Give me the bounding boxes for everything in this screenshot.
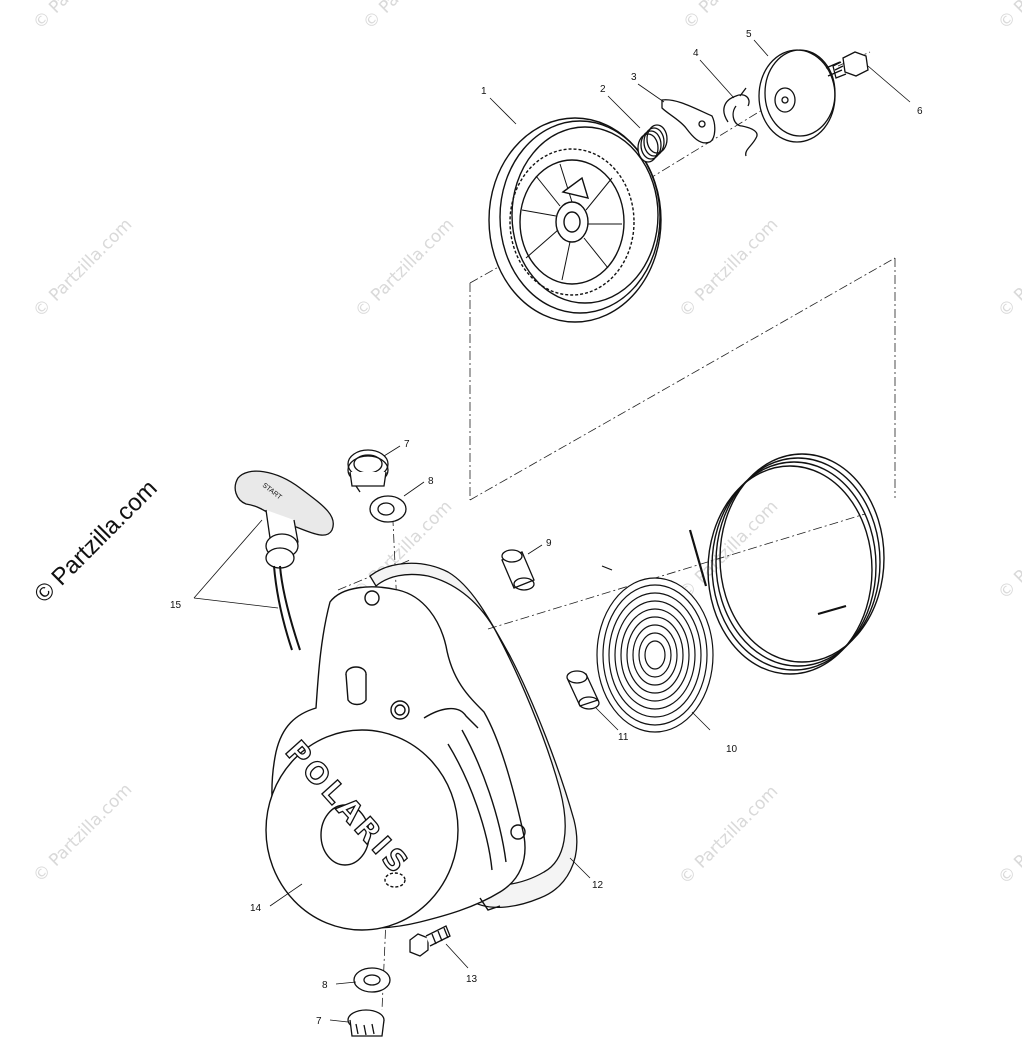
spring [638,125,667,162]
watermark: © Partzilla.com [994,497,1022,604]
callout-12: 12 [592,880,604,891]
housing-bolt [410,926,450,956]
pulley [489,118,661,322]
callout-8-bottom: 8 [322,980,328,991]
starter-rope-coil [690,454,884,674]
callout-6: 6 [917,106,923,117]
callout-labels: 1 2 3 4 5 6 7 8 9 10 11 12 13 14 15 8 7 [170,29,923,1027]
watermark: © Partzilla.com [351,215,458,322]
callout-4: 4 [693,48,699,59]
callout-5: 5 [746,29,752,40]
watermark: © Partzilla.com [994,0,1022,34]
callout-15: 15 [170,600,182,611]
watermark: © Partzilla.com [679,0,786,34]
brand-watermark: © Partzilla.com [29,475,162,608]
washer-top [370,496,406,522]
recoil-spring [597,566,713,732]
callout-3: 3 [631,72,637,83]
watermark: © Partzilla.com [359,0,466,34]
callout-13: 13 [466,974,478,985]
watermark: © Partzilla.com [994,215,1022,322]
watermark: © Partzilla.com [675,215,782,322]
bushing-lower [567,671,599,709]
callout-11: 11 [618,732,629,743]
cap-top [348,450,388,492]
washer-bottom [354,968,390,992]
retainer-plate [759,50,835,142]
callout-8-top: 8 [428,476,434,487]
callout-9: 9 [546,538,552,549]
friction-spring [724,88,757,156]
watermark: © Partzilla.com [29,780,136,887]
cap-bottom [348,1010,384,1036]
leader-lines [193,39,911,1023]
callout-1: 1 [481,86,487,97]
pawl [662,100,715,143]
bolt [826,52,868,78]
callout-2: 2 [600,84,606,95]
bushing-upper [502,550,534,590]
callout-14: 14 [250,903,262,914]
watermark: © Partzilla.com [675,782,782,889]
watermark: © Partzilla.com [994,782,1022,889]
callout-7-top: 7 [404,439,410,450]
watermark: © Partzilla.com [29,215,136,322]
watermark-layer: © Partzilla.com © Partzilla.com © Partzi… [29,0,1022,889]
starter-handle: START [235,471,333,650]
recoil-housing: POLARIS [266,587,525,930]
watermark: © Partzilla.com [29,0,136,34]
callout-7-bottom: 7 [316,1016,322,1027]
callout-10: 10 [726,744,738,755]
